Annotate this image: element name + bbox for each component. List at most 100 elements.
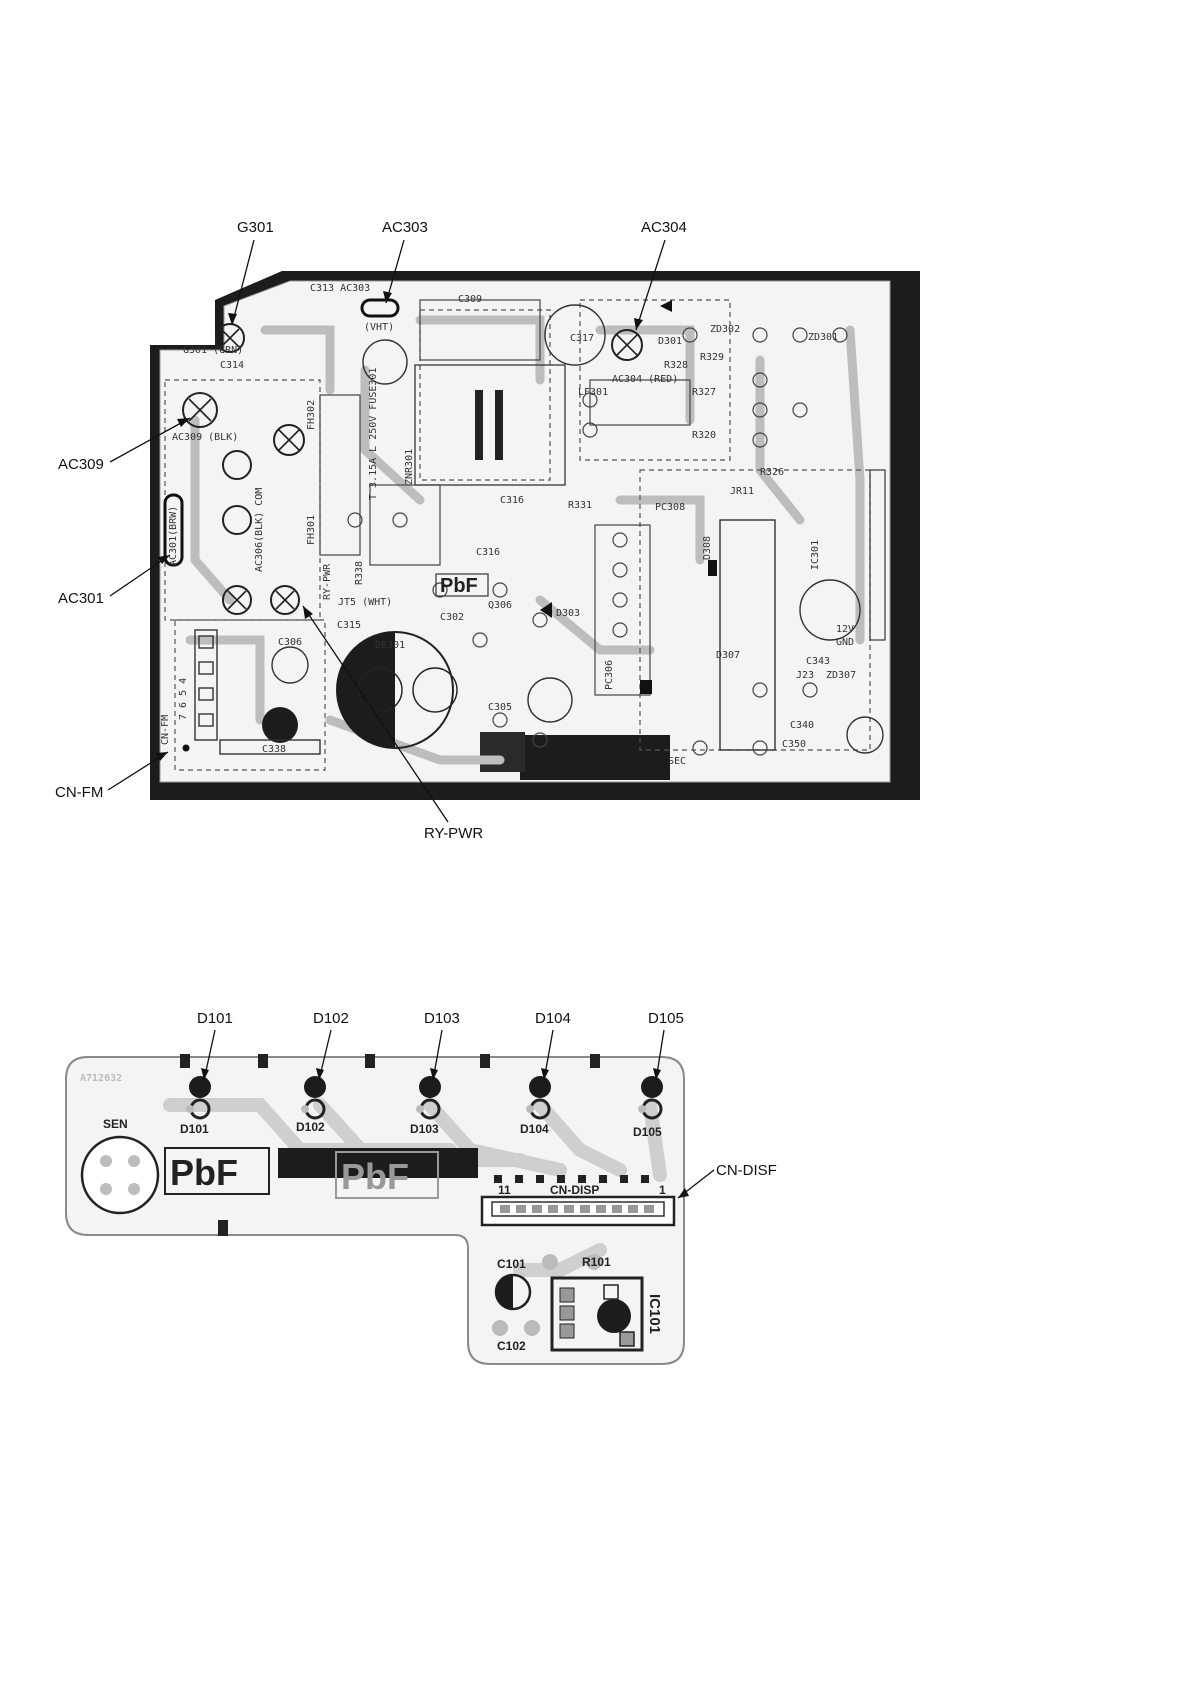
r101-pad [586, 1254, 602, 1270]
arrow-d102 [316, 1068, 324, 1080]
capacitor-outline [846, 716, 884, 754]
silk-zd302: ZD302 [710, 324, 740, 335]
arrow-d101 [201, 1068, 209, 1080]
silk-ac309-blk: AC309 (BLK) [172, 432, 238, 443]
silk-part-number: A712632 [80, 1073, 122, 1084]
silk-pbf2: PbF [341, 1156, 409, 1197]
leader-ac304 [635, 239, 666, 331]
silk-r327: R327 [692, 387, 716, 398]
c102-pad [492, 1320, 508, 1336]
silk-pc308: PC308 [655, 502, 685, 513]
pbf1-frame [164, 1147, 270, 1195]
bulk-capacitor-ring [412, 667, 458, 713]
silk-d303: D303 [556, 608, 580, 619]
silk-fh302: FH302 [306, 400, 317, 430]
led-d103 [416, 1076, 441, 1120]
silk-d104: D104 [520, 1122, 549, 1136]
silk-sec: SEC [668, 756, 686, 767]
silk-c102: C102 [497, 1339, 526, 1353]
silk-c316b: C316 [476, 547, 500, 558]
silk-fh301: FH301 [306, 515, 317, 545]
arrow-ac304 [634, 318, 643, 330]
leader-ry-pwr [302, 605, 449, 823]
silk-c314: C314 [220, 360, 244, 371]
silk-c315: C315 [337, 620, 361, 631]
leader-cn-fm [107, 751, 169, 791]
ac303-slot-pad [360, 298, 400, 318]
silk-r331: R331 [568, 500, 592, 511]
cn-disp-connector [480, 1175, 676, 1227]
led-d102 [301, 1076, 326, 1120]
smd-component [708, 560, 717, 576]
sensor-body [80, 1135, 160, 1215]
ic101-sensor-dome [597, 1299, 631, 1333]
silk-ic301: IC301 [810, 540, 821, 570]
silk-d103: D103 [410, 1122, 439, 1136]
fuse-holder [369, 484, 441, 566]
capacitor-outline [262, 707, 298, 743]
silk-c305: C305 [488, 702, 512, 713]
silk-sen: SEN [103, 1117, 128, 1131]
silk-pin11: 11 [498, 1183, 511, 1197]
display-board-callouts: D101 D102 D103 D104 D105 CN-DISF [197, 1010, 777, 1199]
c102-pad [524, 1320, 540, 1336]
led-d104 [526, 1076, 551, 1120]
silk-c302: C302 [440, 612, 464, 623]
silk-ic101: IC101 [646, 1294, 663, 1334]
silk-pc306: PC306 [604, 660, 615, 690]
lf301-body [589, 379, 691, 426]
silk-q306: Q306 [488, 600, 512, 611]
silk-vht: (VHT) [364, 322, 394, 333]
silk-d105: D105 [633, 1125, 662, 1139]
bulk-capacitor-polarity [337, 632, 395, 748]
silk-cn-fm: CN-FM [160, 715, 171, 745]
arrow-d104 [541, 1068, 549, 1080]
silk-ac306-blk-com: AC306(BLK) COM [254, 488, 265, 572]
callout-d103: D103 [424, 1010, 460, 1027]
main-board-surface [159, 280, 891, 783]
silk-d101: D101 [180, 1122, 209, 1136]
diode-symbol [540, 602, 552, 618]
silk-d102: D102 [296, 1120, 325, 1134]
main-board-terminals [182, 323, 643, 615]
silk-pin1: 1 [659, 1183, 666, 1197]
ic301-body [719, 519, 776, 751]
pbf-frame [435, 573, 489, 597]
arrow-d103 [430, 1068, 438, 1080]
silk-r320: R320 [692, 430, 716, 441]
sensor-pins [100, 1155, 140, 1195]
silk-znr301: ZNR301 [404, 449, 415, 485]
diode-symbol [660, 300, 672, 312]
silk-c350: C350 [782, 739, 806, 750]
silk-c338: C338 [262, 744, 286, 755]
arrow-d105 [653, 1068, 661, 1080]
led-d105 [638, 1076, 663, 1120]
silk-r329: R329 [700, 352, 724, 363]
transformer-outline [414, 364, 566, 486]
silk-pbf1: PbF [170, 1152, 238, 1193]
callout-cn-disp: CN-DISF [716, 1162, 777, 1179]
capacitor-outline [362, 339, 408, 385]
silk-c101: C101 [497, 1257, 526, 1271]
header-strip [869, 469, 886, 641]
callout-ac303: AC303 [382, 219, 428, 236]
ic101-pad [619, 1331, 635, 1347]
ic101-pad [603, 1284, 619, 1300]
silk-db301: DB301 [375, 640, 405, 651]
capacitor-outline [544, 304, 606, 366]
silk-c317: C317 [570, 333, 594, 344]
capacitor-c101-polarity [496, 1275, 513, 1309]
capacitor-outline [799, 579, 861, 641]
callout-d105: D105 [648, 1010, 684, 1027]
arrow-ac309 [177, 418, 190, 427]
silk-r101: R101 [582, 1255, 611, 1269]
callout-ry-pwr: RY-PWR [424, 825, 483, 842]
leader-g301 [231, 239, 255, 326]
arrow-ac303 [383, 291, 392, 303]
pc306-body [594, 524, 651, 696]
smd-component [640, 680, 652, 694]
display-board-tabs [180, 1054, 600, 1236]
main-board-silkscreen: C313 AC303 C309 (VHT) G301 (GRN) C314 AC… [160, 283, 856, 767]
silk-r328: R328 [664, 360, 688, 371]
